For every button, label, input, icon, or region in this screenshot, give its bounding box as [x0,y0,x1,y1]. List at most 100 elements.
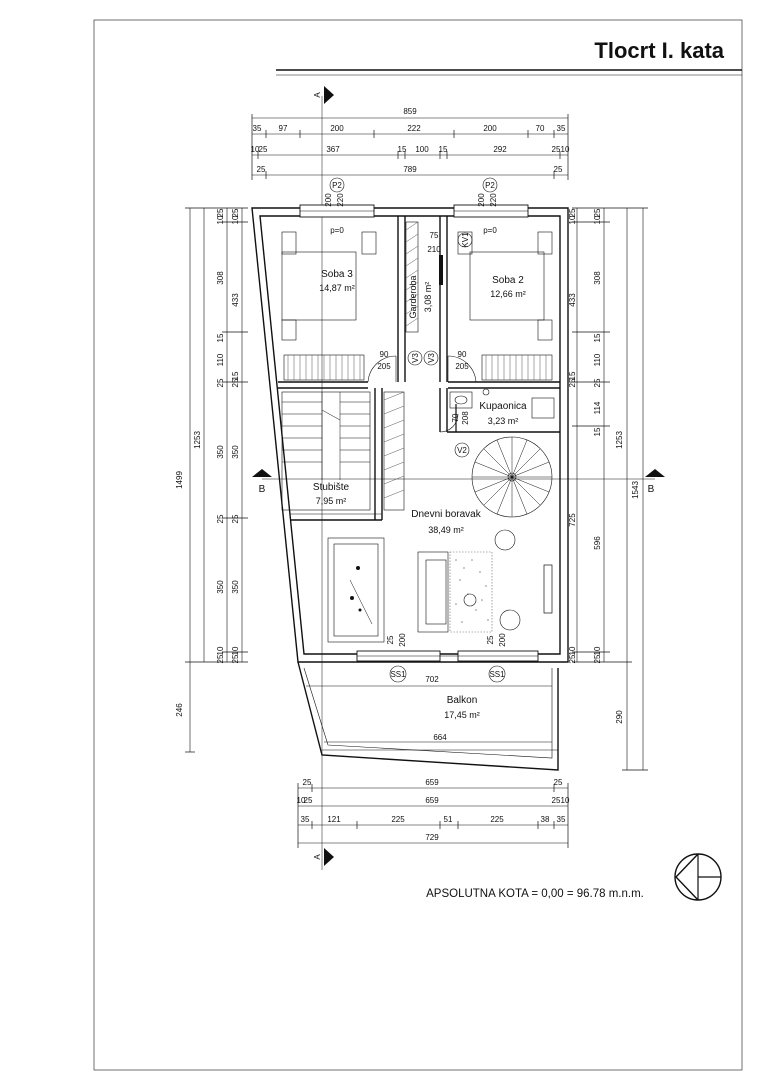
svg-text:208: 208 [461,411,470,425]
room-kupaonica-area: 3,23 m² [488,416,519,426]
svg-text:25: 25 [216,378,225,387]
svg-text:90: 90 [458,350,467,359]
svg-text:433: 433 [231,293,240,307]
drawing-title: Tlocrt I. kata [594,38,724,63]
svg-text:222: 222 [407,124,421,133]
svg-text:1543: 1543 [631,481,640,499]
svg-text:P2: P2 [332,181,342,190]
section-a-label-top: A [313,92,322,98]
section-b-label-left: B [259,484,266,495]
svg-text:38: 38 [541,815,550,824]
room-labels: Soba 3 14,87 m² Soba 2 12,66 m² Garderob… [313,269,527,720]
svg-text:220: 220 [489,193,498,207]
svg-text:p=0: p=0 [483,226,497,235]
svg-text:10: 10 [568,215,577,224]
svg-text:308: 308 [593,271,602,285]
svg-text:859: 859 [403,107,417,116]
room-stubiste-area: 7,95 m² [316,496,347,506]
building-walls [251,204,569,771]
room-balkon-area: 17,45 m² [444,710,480,720]
svg-text:25: 25 [554,778,563,787]
svg-text:702: 702 [425,675,439,684]
svg-text:10: 10 [568,646,577,655]
svg-text:205: 205 [455,362,469,371]
svg-text:200: 200 [398,633,407,647]
svg-text:200: 200 [477,193,486,207]
svg-text:308: 308 [216,271,225,285]
svg-text:15: 15 [439,145,448,154]
north-arrow-icon [674,853,722,901]
svg-text:121: 121 [327,815,341,824]
room-soba2-name: Soba 2 [492,275,524,286]
svg-text:35: 35 [253,124,262,133]
element-tags: P2 P2 KV1 V2 V3 V3 SS1 SS1 p=0 p=0 [329,177,506,683]
svg-text:25: 25 [231,654,240,663]
svg-text:15: 15 [231,371,240,380]
svg-text:659: 659 [425,778,439,787]
svg-text:10: 10 [561,145,570,154]
svg-text:97: 97 [279,124,288,133]
svg-text:659: 659 [425,796,439,805]
room-dnevni-area: 38,49 m² [428,525,464,535]
svg-text:SS1: SS1 [489,670,505,679]
svg-text:225: 225 [490,815,504,824]
svg-text:25: 25 [593,654,602,663]
room-garderoba-name: Garderoba [408,275,418,318]
svg-text:25: 25 [257,165,266,174]
svg-text:367: 367 [326,145,340,154]
svg-text:725: 725 [568,513,577,527]
svg-text:433: 433 [568,293,577,307]
svg-text:10: 10 [297,796,306,805]
svg-text:V2: V2 [457,446,467,455]
svg-text:35: 35 [301,815,310,824]
top-dimensions: 859 35 97 200 222 200 70 35 10 25 367 15… [251,107,570,180]
svg-text:P2: P2 [485,181,495,190]
section-b-arrow-right [645,469,665,477]
interior-dimensions: 200 220 200 220 90 205 90 205 75 210 70 … [306,193,552,743]
svg-text:10: 10 [231,215,240,224]
svg-text:350: 350 [216,445,225,459]
svg-text:25: 25 [568,208,577,217]
left-dimensions: 1499 246 1253 25 10 308 15 110 25 350 25… [175,207,248,753]
right-dimensions: 1543 1253 290 25 10 433 15 25 725 10 25 … [568,207,648,771]
svg-text:110: 110 [593,353,602,366]
svg-text:114: 114 [593,401,602,414]
svg-text:10: 10 [216,215,225,224]
svg-text:200: 200 [498,633,507,647]
svg-text:1253: 1253 [615,431,624,449]
svg-text:729: 729 [425,833,439,842]
section-a-arrow-bottom [324,848,334,866]
svg-text:596: 596 [593,536,602,550]
doors [367,255,477,433]
svg-text:10: 10 [231,646,240,655]
absolute-height-note: APSOLUTNA KOTA = 0,00 = 96.78 m.n.m. [426,888,644,900]
svg-text:25: 25 [552,796,561,805]
svg-text:100: 100 [415,145,429,154]
svg-text:V3: V3 [411,353,420,363]
svg-text:35: 35 [557,815,566,824]
svg-text:15: 15 [593,427,602,436]
svg-text:350: 350 [231,580,240,594]
room-stubiste-name: Stubište [313,482,350,493]
svg-text:290: 290 [615,710,624,724]
svg-text:25: 25 [216,654,225,663]
svg-text:789: 789 [403,165,417,174]
svg-text:25: 25 [593,208,602,217]
svg-text:25: 25 [304,796,313,805]
svg-text:1253: 1253 [193,431,202,449]
svg-text:V3: V3 [427,353,436,363]
svg-text:110: 110 [216,353,225,366]
svg-text:10: 10 [593,215,602,224]
section-b-label-right: B [648,484,655,495]
section-b-arrow-left [252,469,272,477]
svg-text:25: 25 [216,514,225,523]
svg-text:25: 25 [231,378,240,387]
section-a-arrow-top [324,86,334,104]
svg-text:25: 25 [386,635,395,644]
svg-text:25: 25 [303,778,312,787]
svg-text:25: 25 [568,654,577,663]
svg-text:292: 292 [493,145,507,154]
svg-text:225: 225 [391,815,405,824]
svg-text:25: 25 [552,145,561,154]
